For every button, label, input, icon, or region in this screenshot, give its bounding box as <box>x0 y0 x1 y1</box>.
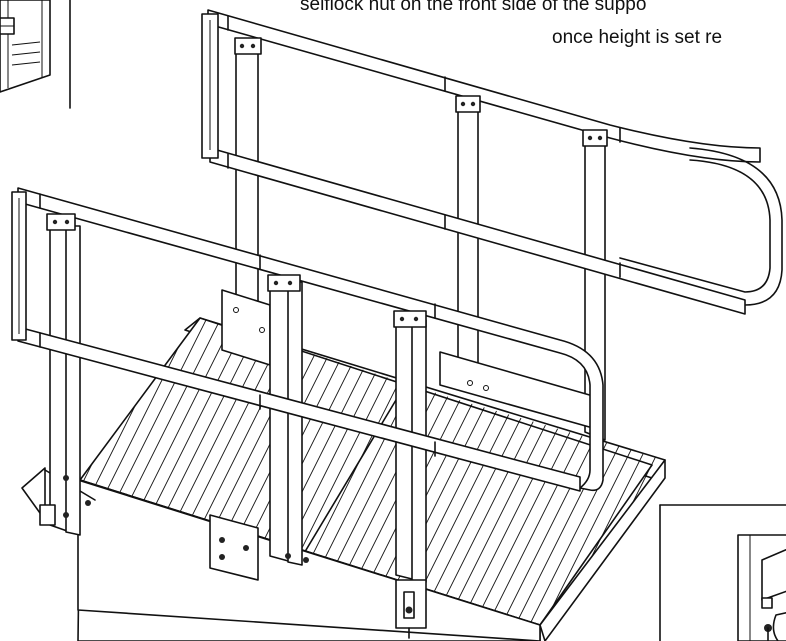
deck-tread-line <box>80 318 217 625</box>
back-railing <box>201 9 783 441</box>
platform-deck <box>21 289 666 641</box>
inset-detail-top-left <box>0 0 71 109</box>
instruction-text-line-1: selflock nut on the front side of the su… <box>300 0 647 15</box>
inset-detail-bottom-right <box>659 504 786 641</box>
deck-tread-line <box>535 318 665 625</box>
deck-tread-line <box>80 318 203 625</box>
front-railing <box>11 187 604 639</box>
instruction-text-line-2: once height is set re <box>552 27 723 48</box>
